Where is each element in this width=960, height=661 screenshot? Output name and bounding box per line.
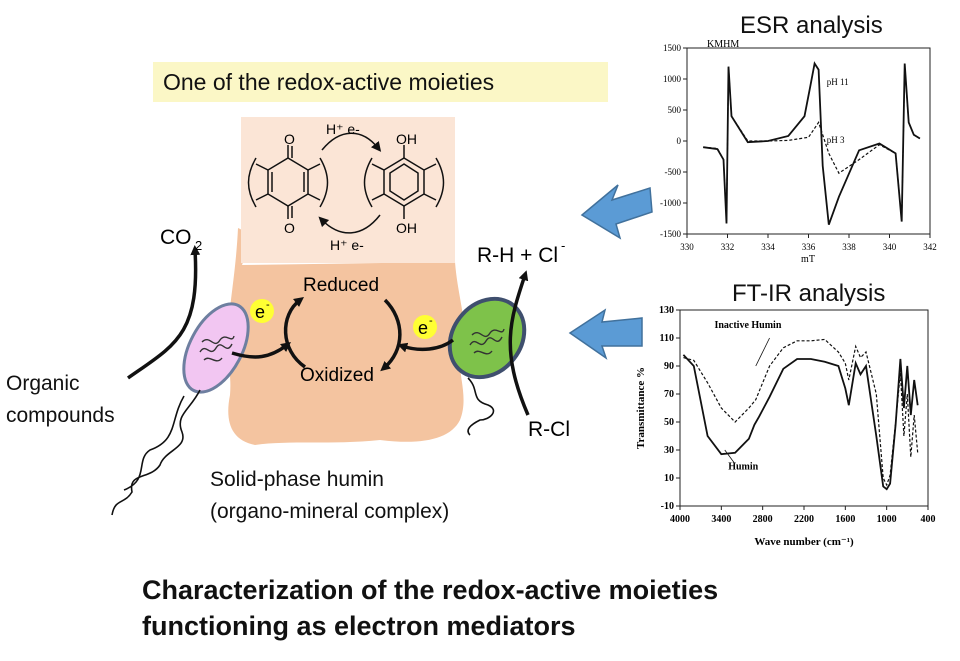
- x-tick-label: 4000: [670, 514, 690, 525]
- svg-text:e: e: [418, 318, 428, 338]
- series-line-0: [683, 338, 919, 487]
- y-tick-label: 70: [664, 389, 674, 400]
- series-line-1: [703, 66, 921, 222]
- ftir-title: FT-IR analysis: [732, 280, 886, 307]
- footer-line1: Characterization of the redox-active moi…: [142, 575, 719, 605]
- series-line-0: [703, 61, 921, 226]
- y-tick-label: -1500: [660, 229, 681, 239]
- ftir-series-label-inactive: Inactive Humin: [714, 320, 781, 331]
- esr-chart: 330 332 334 336 338 340 342 1500 1000 500 0 -500 -10…: [660, 39, 937, 265]
- co2-label: CO: [160, 226, 192, 249]
- y-tick-label: 0: [677, 136, 682, 146]
- humin-label-line1: Solid-phase humin: [210, 468, 384, 491]
- blue-arrow-esr: [580, 184, 653, 240]
- quinone-bottom-reagent: H⁺ e-: [330, 237, 364, 253]
- plot-frame: [686, 47, 931, 235]
- series-line-1: [682, 354, 919, 491]
- footer-title: Characterization of the redox-active moi…: [142, 572, 718, 644]
- blue-arrows: [568, 184, 653, 360]
- cycle-arrow-right: [380, 298, 402, 372]
- right-electron-arrow: [397, 338, 455, 353]
- y-tick-label: 500: [668, 105, 682, 115]
- x-tick-label: 342: [923, 242, 937, 252]
- humin-diagram: H⁺ e- H⁺ e- O O OH OH Reduced Oxidized e…: [111, 117, 570, 516]
- left-microbe-cell: [111, 302, 250, 516]
- ftir-series-label-humin: Humin: [728, 462, 758, 473]
- hydroquinone-oh-bottom: OH: [396, 220, 417, 236]
- x-tick-label: 334: [761, 242, 775, 252]
- svg-text:e: e: [255, 302, 265, 322]
- svg-text:-: -: [429, 315, 433, 327]
- esr-x-axis-label: mT: [801, 254, 815, 265]
- y-tick-label: 1500: [663, 43, 682, 53]
- ftir-leader-humin: [724, 449, 736, 465]
- svg-text:-: -: [266, 299, 270, 311]
- y-tick-label: 30: [664, 445, 674, 456]
- x-tick-label: 2200: [794, 514, 814, 525]
- y-tick-label: -1000: [660, 198, 681, 208]
- oxidized-label: Oxidized: [300, 365, 374, 386]
- organic-label-line1: Organic: [6, 372, 80, 395]
- x-tick-label: 340: [883, 242, 897, 252]
- x-tick-label: 1600: [835, 514, 855, 525]
- y-tick-label: 130: [659, 305, 674, 316]
- hydroquinone-oh-top: OH: [396, 131, 417, 147]
- co2-subscript: 2: [195, 238, 202, 253]
- x-tick-label: 336: [802, 242, 816, 252]
- quinone-panel: [241, 117, 455, 263]
- esr-series-label-ph11: pH 11: [827, 77, 849, 87]
- ftir-chart: 4000 3400 2800 2200 1600 1000 400 130 110 90 70 50 3…: [635, 305, 936, 548]
- quinone-top-reagent: H⁺ e-: [326, 121, 360, 137]
- cycle-arrow-left: [283, 296, 307, 369]
- y-tick-label: -10: [661, 501, 674, 512]
- ftir-leader-inactive: [755, 337, 770, 367]
- reduced-label: Reduced: [303, 275, 379, 296]
- x-tick-label: 332: [721, 242, 735, 252]
- quinone-oxygen-bottom: O: [284, 220, 295, 236]
- esr-title: ESR analysis: [740, 12, 883, 39]
- ftir-y-axis-label: Transmittance %: [635, 367, 647, 449]
- reduction-arrow: [321, 132, 382, 152]
- x-tick-label: 3400: [711, 514, 731, 525]
- esr-header-label: KMHM: [707, 39, 739, 50]
- electron-right: e -: [413, 315, 437, 339]
- rh-cl-label: R-H + Cl: [477, 244, 558, 267]
- x-tick-label: 400: [921, 514, 936, 525]
- electron-left: e -: [250, 299, 274, 323]
- y-tick-label: 90: [664, 361, 674, 372]
- y-tick-label: 1000: [663, 74, 682, 84]
- left-electron-arrow: [231, 341, 291, 359]
- rh-arrow: [508, 270, 530, 416]
- quinone-structure: [247, 145, 329, 219]
- ftir-x-axis-label: Wave number (cm⁻¹): [754, 536, 854, 548]
- y-tick-label: 50: [664, 417, 674, 428]
- x-tick-label: 1000: [877, 514, 897, 525]
- x-tick-label: 2800: [753, 514, 773, 525]
- y-tick-label: 10: [664, 473, 674, 484]
- y-tick-label: -500: [665, 167, 682, 177]
- x-tick-label: 338: [842, 242, 856, 252]
- redox-banner: One of the redox-active moieties: [153, 62, 608, 102]
- quinone-oxygen-top: O: [284, 131, 295, 147]
- esr-series-label-ph3: pH 3: [827, 135, 845, 145]
- footer-line2: functioning as electron mediators: [142, 611, 576, 641]
- co2-arrow: [126, 245, 201, 380]
- y-tick-label: 110: [660, 333, 674, 344]
- oxidation-arrow: [318, 214, 381, 234]
- organic-label-line2: compounds: [6, 404, 115, 427]
- humin-label-line2: (organo-mineral complex): [210, 500, 450, 523]
- right-microbe-cell: [447, 296, 527, 436]
- rh-cl-superscript: -: [561, 238, 565, 253]
- humin-body: [227, 228, 465, 445]
- rcl-label: R-Cl: [528, 418, 570, 441]
- blue-arrow-ftir: [568, 308, 643, 360]
- hydroquinone-structure: [363, 145, 445, 219]
- x-tick-label: 330: [680, 242, 694, 252]
